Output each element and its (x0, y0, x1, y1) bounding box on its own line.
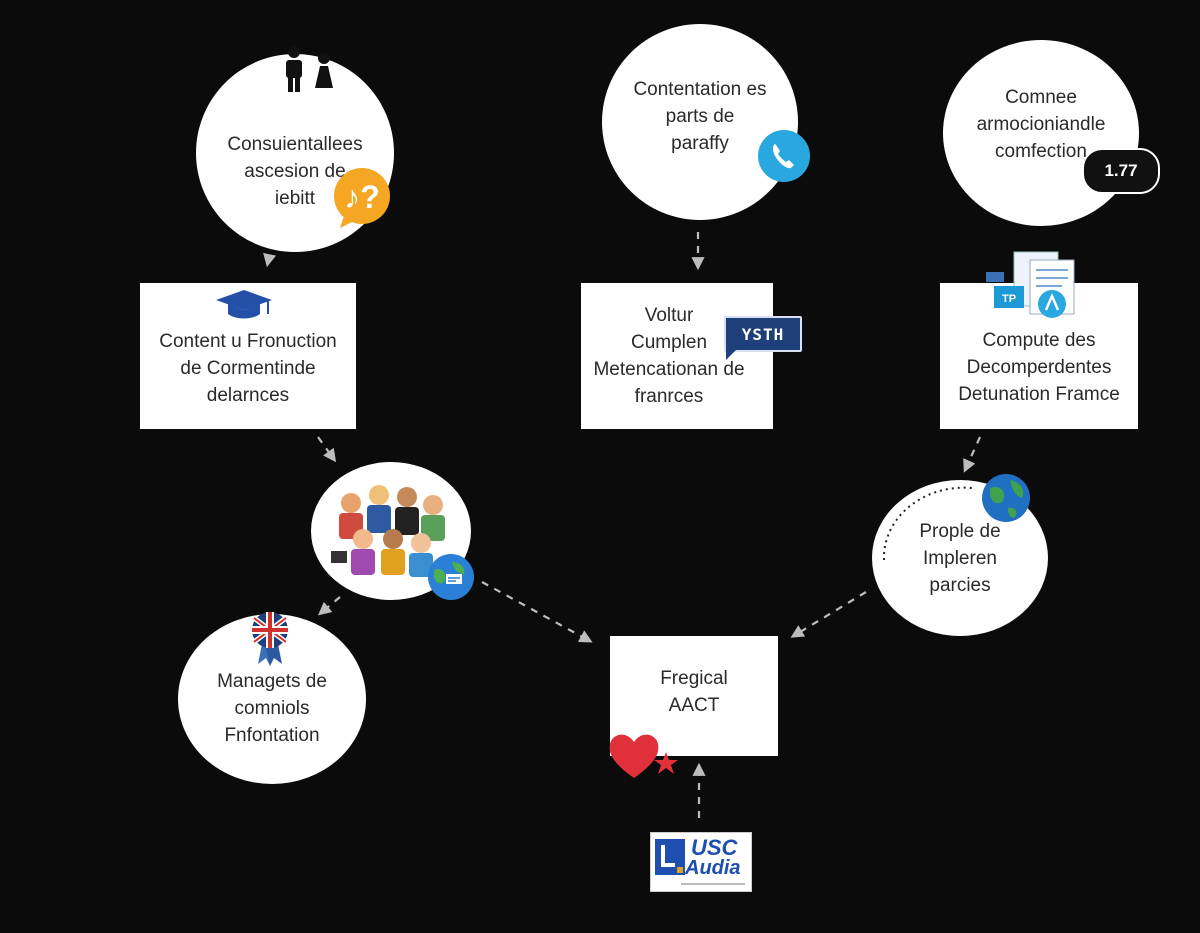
connector-crowd-center (481, 581, 593, 643)
node-mid-right: Compute des Decomperdentes Detunation Fr… (940, 283, 1138, 429)
node-right-circle-label: Prople de Impleren parcies (919, 520, 1001, 596)
crowd-icon (331, 485, 453, 577)
node-top-mid-label: Contentation es parts de paraffy (633, 78, 767, 154)
node-top-left: Consuientallees ascesion de iebitt (196, 54, 394, 252)
tag-text: YSTH (741, 324, 785, 344)
globe-icon (428, 554, 474, 600)
earth-globe-icon (982, 474, 1030, 522)
chat-tag-tail (726, 346, 740, 360)
logo-underline (681, 883, 745, 885)
phone-icon (758, 130, 810, 182)
svg-text:♪?: ♪? (344, 179, 380, 215)
node-mid-right-label: Compute des Decomperdentes Detunation Fr… (958, 329, 1120, 405)
node-top-right-label: Comnee armocioniandle comfection (976, 86, 1106, 162)
logo-mark (655, 839, 685, 875)
speech-count: 1.77 (1104, 161, 1138, 180)
connector-crowd-lowleft (317, 596, 341, 616)
node-center-label: Fregical AACT (660, 668, 728, 716)
heart-icon (609, 734, 678, 778)
logo-icon: USC Audia (650, 832, 752, 892)
svg-text:TP: TP (1002, 293, 1016, 305)
connector-rightcircle-center (790, 591, 867, 638)
graduation-cap-icon (216, 290, 272, 319)
question-bubble-icon: ♪? (334, 168, 390, 228)
node-top-left-label: Consuientallees ascesion de iebitt (227, 133, 363, 209)
node-center: Fregical AACT (610, 636, 778, 756)
logo-line1: USC (691, 835, 738, 860)
node-mid-mid-label: Voltur Cumplen Metencationan de franrces (593, 305, 745, 407)
node-mid-left-label: Content u Fronuction de Cormentinde dela… (159, 330, 337, 406)
dotted-arc (882, 486, 973, 561)
node-mid-left: Content u Fronuction de Cormentinde dela… (140, 283, 356, 429)
logo-line2: Audia (685, 857, 741, 879)
connector-midright-rightcircle (963, 436, 982, 473)
node-top-mid: Contentation es parts de paraffy (602, 24, 798, 220)
node-mid-mid: Voltur Cumplen Metencationan de franrces (581, 283, 773, 429)
connector-midleft-crowd (317, 436, 337, 463)
people-icon (286, 46, 333, 92)
speech-bubble-icon: 1.77 (1082, 148, 1160, 194)
documents-icon: TP (986, 251, 1075, 318)
node-low-left-label: Managets de comniols Fnfontation (217, 670, 327, 746)
node-top-right: Comnee armocioniandle comfection (943, 40, 1139, 226)
flag-ribbon-icon (252, 612, 288, 666)
